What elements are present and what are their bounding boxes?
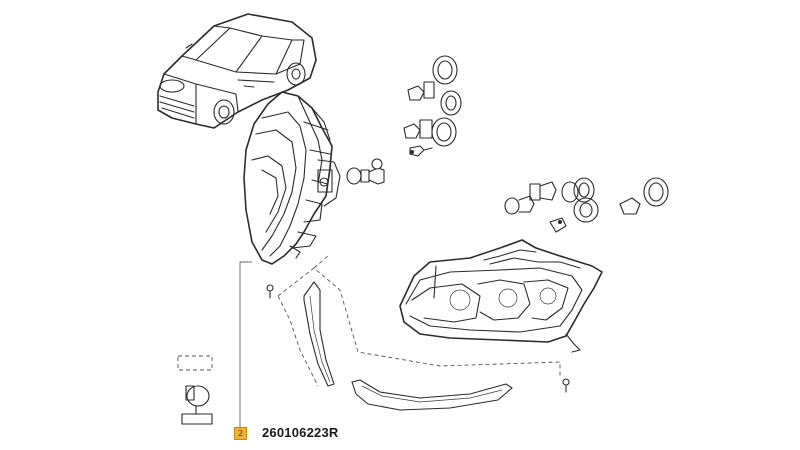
screw-right xyxy=(562,378,570,393)
bulb-cluster-right xyxy=(504,177,669,233)
car-illustration xyxy=(157,13,317,129)
trim-strip-vertical xyxy=(303,281,335,387)
callout-leader xyxy=(239,261,252,428)
headlamp-assembly-left xyxy=(243,91,341,265)
callout-index-badge[interactable]: 2 xyxy=(234,427,247,440)
part-number-label: 260106223R xyxy=(262,425,339,440)
bulb-cluster-top xyxy=(403,55,462,157)
headlamp-assembly-right xyxy=(399,239,603,353)
screw-top xyxy=(266,284,274,299)
bulb-bottom-left xyxy=(181,385,213,425)
bulb-small-left xyxy=(346,158,385,185)
trim-strip-lower xyxy=(351,379,513,411)
dashed-outline xyxy=(177,255,561,387)
